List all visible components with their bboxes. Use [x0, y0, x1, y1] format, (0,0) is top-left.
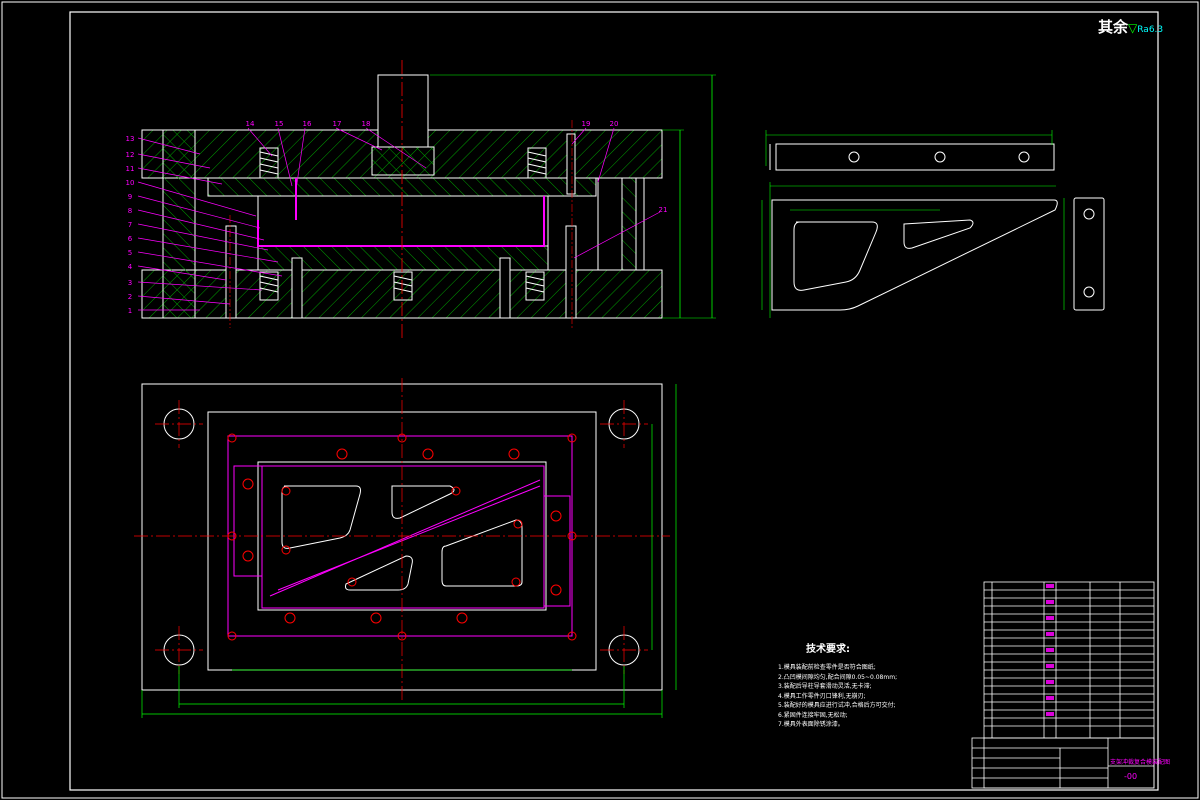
inner-border: [69, 11, 1159, 791]
plan-centerlines: [134, 378, 670, 700]
shank: [377, 74, 429, 148]
plan-holes: [227, 433, 577, 641]
plan-magenta: [227, 435, 573, 637]
tech-requirement-item: 6.紧固件连接牢固,无松动;: [778, 711, 848, 719]
surface-roughness-note: 其余▽Ra6.3: [1098, 16, 1163, 37]
punch-plate: [257, 195, 549, 247]
right-guide: [621, 177, 637, 271]
part-label-top: 20: [610, 120, 619, 128]
part-label: 9: [128, 193, 132, 201]
title-block-drawing-number: -00: [1124, 772, 1138, 781]
part-label-right: 21: [659, 206, 668, 214]
part-label-top: 16: [303, 120, 312, 128]
tech-requirement-item: 2.凸凹模间隙均匀,配合间隙0.05~0.08mm;: [778, 673, 898, 681]
tech-requirement-item: 4.模具工作零件刃口锋利,无崩刃;: [778, 692, 866, 700]
part-label: 5: [128, 249, 132, 257]
part-label: 12: [126, 151, 135, 159]
roughness-symbol-icon: ▽: [1128, 21, 1138, 35]
part-side-dims: [765, 130, 1053, 166]
part-side-view: [769, 143, 1055, 171]
technical-requirements: 技术要求: 1.模具装配前检查零件是否符合图纸; 2.凸凹模间隙均匀,配合间隙0…: [778, 640, 958, 730]
bolt-4: [565, 225, 577, 319]
tech-requirement-item: 3.装配后导柱导套滑动灵活,无卡滞;: [778, 683, 872, 690]
roughness-value: Ra6.3: [1137, 25, 1164, 35]
part-label-top: 14: [246, 120, 255, 128]
title-block: [971, 581, 1155, 789]
title-block-name: 支架冲裁复合模装配图: [1110, 759, 1171, 766]
tech-requirement-item: 7.模具外表面除锈涂漆。: [778, 721, 844, 728]
plan-dims: [141, 384, 677, 718]
bolt-1: [225, 225, 237, 319]
part-label: 11: [126, 165, 135, 173]
spring-left-top: [259, 147, 279, 179]
section-view: [137, 60, 716, 338]
part-label: 2: [128, 293, 132, 301]
spring-right-bottom: [525, 271, 545, 301]
part-label: 10: [126, 179, 135, 187]
roughness-label: 其余: [1098, 18, 1129, 36]
part-label-top: 17: [333, 120, 342, 128]
tech-requirement-item: 1.模具装配前检查零件是否符合图纸;: [778, 664, 876, 671]
right-block: [597, 177, 645, 271]
part-label: 8: [128, 207, 132, 215]
left-guide-post: [162, 129, 196, 319]
part-label: 4: [128, 263, 133, 271]
part-labels: 1 2 3 4 5 6 7 8 9 10 11 12 13 14 15 16 1…: [126, 120, 668, 315]
part-label: 13: [126, 135, 135, 143]
tech-requirements-title: 技术要求:: [806, 644, 850, 655]
part-label: 3: [128, 279, 132, 287]
part-label-top: 15: [275, 120, 284, 128]
bolt-2: [291, 257, 303, 319]
part-label: 1: [128, 307, 132, 315]
tech-requirement-item: 5.装配好的模具应进行试冲,合格后方可交付;: [778, 702, 896, 709]
spring-left-bottom: [259, 271, 279, 301]
spring-right-top: [527, 147, 547, 179]
part-top-dims: [761, 182, 1065, 318]
part-label: 7: [128, 221, 132, 229]
part-label-top: 18: [362, 120, 371, 128]
part-label-top: 19: [582, 120, 591, 128]
part-label: 6: [128, 235, 133, 243]
title-block-fills: [1046, 584, 1054, 716]
bolt-3: [499, 257, 511, 319]
spring-mid-bottom: [393, 271, 413, 301]
shank-flange: [371, 146, 435, 176]
pin-top-right: [566, 133, 576, 195]
part-top-view: [771, 197, 1105, 311]
workpiece-outline: [257, 196, 545, 247]
